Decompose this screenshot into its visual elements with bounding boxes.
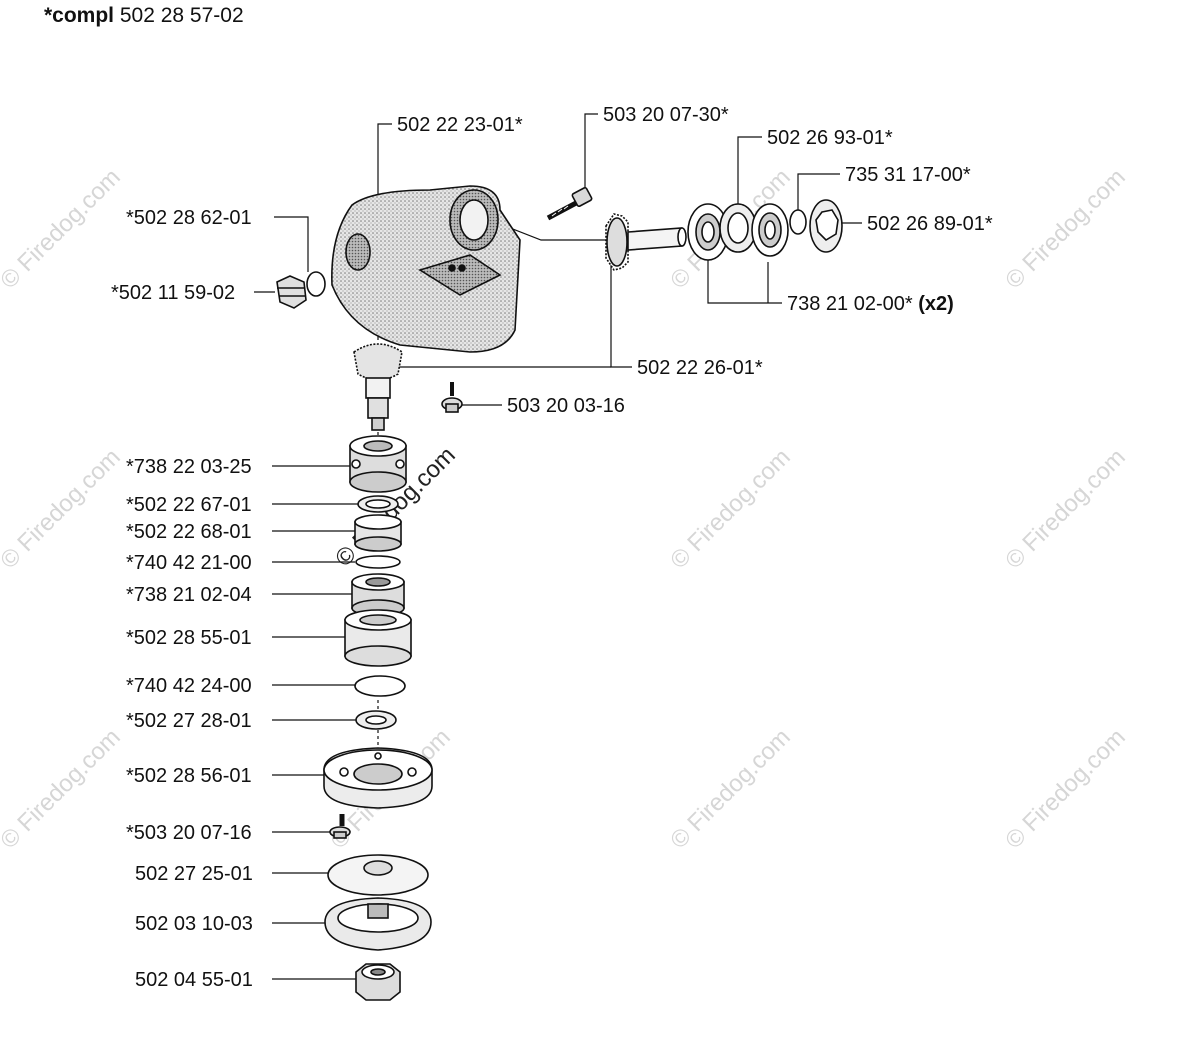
label-drive-disc: 502 03 10-03 bbox=[135, 913, 253, 935]
label-circlip-top: 735 31 17-00* bbox=[845, 164, 971, 186]
label-support-cup: 502 27 25-01 bbox=[135, 863, 253, 885]
disc-icon bbox=[327, 854, 429, 896]
bevel-gear-icon bbox=[353, 343, 403, 431]
washer-icon bbox=[355, 710, 397, 730]
label-housing: 502 22 23-01* bbox=[397, 114, 523, 136]
watermark: © Firedog.com bbox=[1000, 164, 1131, 295]
screw-icon bbox=[329, 814, 351, 839]
label-screw-mid: 503 20 03-16 bbox=[507, 395, 625, 417]
watermark: © Firedog.com bbox=[0, 724, 126, 855]
label-bearing-housing: *502 28 55-01 bbox=[126, 627, 252, 649]
label-bearing-2: *738 21 02-04 bbox=[126, 584, 252, 606]
label-screw-bottom: *503 20 07-16 bbox=[126, 822, 252, 844]
header-part-number: 502 28 57-02 bbox=[119, 4, 244, 27]
bearing-housing-icon bbox=[344, 609, 412, 667]
header-prefix: *compl bbox=[44, 4, 115, 27]
watermark: © Firedog.com bbox=[1000, 724, 1131, 855]
nut-icon bbox=[809, 199, 843, 253]
ball-bearing-icon bbox=[751, 203, 789, 257]
label-nut-top: 502 26 89-01* bbox=[867, 213, 993, 235]
part-labels: 502 22 23-01* 503 20 07-30* 502 26 93-01… bbox=[111, 104, 993, 991]
washer-icon bbox=[357, 495, 399, 513]
label-oring: *740 42 24-00 bbox=[126, 675, 252, 697]
label-flange: *502 28 56-01 bbox=[126, 765, 252, 787]
screw-icon bbox=[441, 382, 463, 413]
label-circlip-1: *740 42 21-00 bbox=[126, 552, 252, 574]
label-gear-set: 502 22 26-01* bbox=[637, 357, 763, 379]
label-bearing-cap: 502 26 93-01* bbox=[767, 127, 893, 149]
watermark: © Firedog.com bbox=[0, 164, 126, 295]
label-bearing-pair-number: 738 21 02-00* bbox=[787, 293, 913, 315]
o-ring-icon bbox=[355, 555, 401, 569]
watermark: © Firedog.com bbox=[665, 444, 796, 575]
plug-icon bbox=[276, 275, 307, 309]
ball-bearing-icon bbox=[349, 435, 407, 493]
label-spacer-1: *502 22 67-01 bbox=[126, 494, 252, 516]
gear-housing-icon bbox=[331, 185, 521, 353]
nut-icon bbox=[355, 963, 401, 1001]
o-ring-icon bbox=[306, 271, 326, 297]
ball-bearing-icon bbox=[687, 203, 729, 261]
label-nut-bottom: 502 04 55-01 bbox=[135, 969, 253, 991]
assembly-header: *compl 502 28 57-02 bbox=[44, 4, 244, 28]
seal-ring-icon bbox=[354, 514, 402, 552]
label-screw-top: 503 20 07-30* bbox=[603, 104, 729, 126]
circlip-icon bbox=[789, 209, 807, 235]
ball-bearing-icon bbox=[351, 573, 405, 617]
watermark: © Firedog.com bbox=[665, 724, 796, 855]
label-plug-left: *502 11 59-02 bbox=[111, 282, 235, 304]
flange-icon bbox=[323, 747, 433, 809]
watermark: © Firedog.com bbox=[0, 444, 126, 575]
label-seal-left: *502 28 62-01 bbox=[126, 207, 252, 229]
bearing-cap-icon bbox=[719, 203, 757, 253]
bevel-gear-icon bbox=[605, 213, 687, 271]
label-bearing-pair: 738 21 02-00* (x2) bbox=[787, 293, 954, 315]
label-bearing-1: *738 22 03-25 bbox=[126, 456, 252, 478]
label-seal-ring: *502 22 68-01 bbox=[126, 521, 252, 543]
label-bearing-pair-qty: (x2) bbox=[918, 293, 954, 315]
screw-icon bbox=[546, 186, 593, 221]
o-ring-icon bbox=[354, 675, 406, 697]
label-washer: *502 27 28-01 bbox=[126, 710, 252, 732]
disc-icon bbox=[324, 897, 432, 951]
watermark: © Firedog.com bbox=[1000, 444, 1131, 575]
